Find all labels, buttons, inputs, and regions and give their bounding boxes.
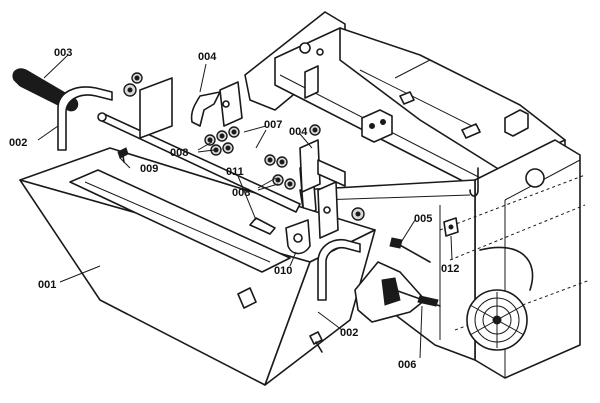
callout-005: 005: [414, 213, 432, 225]
screw-009: [117, 147, 129, 163]
callout-007: 007: [264, 119, 282, 131]
bracket-004-lower: [299, 139, 346, 239]
clamp-010: [285, 219, 311, 255]
callout-002-upper: 002: [9, 137, 27, 149]
callout-001: 001: [38, 279, 56, 291]
callout-006: 006: [398, 359, 416, 371]
callout-002-lower: 002: [340, 327, 358, 339]
callout-004-upper: 004: [198, 51, 217, 63]
callout-008-upper: 008: [170, 147, 188, 159]
callout-010: 010: [274, 265, 292, 277]
callout-008-lower: 008: [232, 187, 250, 199]
callout-labels: 003 004 002 007 004 008 009 011 008 005 …: [9, 47, 459, 371]
handle-tube-002-upper: [57, 86, 113, 151]
fasteners-007-008: [123, 72, 365, 221]
callout-009: 009: [140, 163, 158, 175]
rod-011: [97, 112, 301, 235]
leader-lines: [37, 54, 453, 359]
bracket-004-upper: [139, 77, 243, 139]
handle-tube-002-lower: [317, 238, 361, 301]
callout-004-lower: 004: [289, 126, 308, 138]
bolt-lower: [309, 331, 323, 353]
cable-005: [389, 237, 431, 263]
blade-006: [354, 261, 441, 323]
callout-011: 011: [226, 166, 244, 178]
clip-012: [443, 217, 459, 237]
callout-012: 012: [441, 263, 459, 275]
callout-003: 003: [54, 47, 72, 59]
